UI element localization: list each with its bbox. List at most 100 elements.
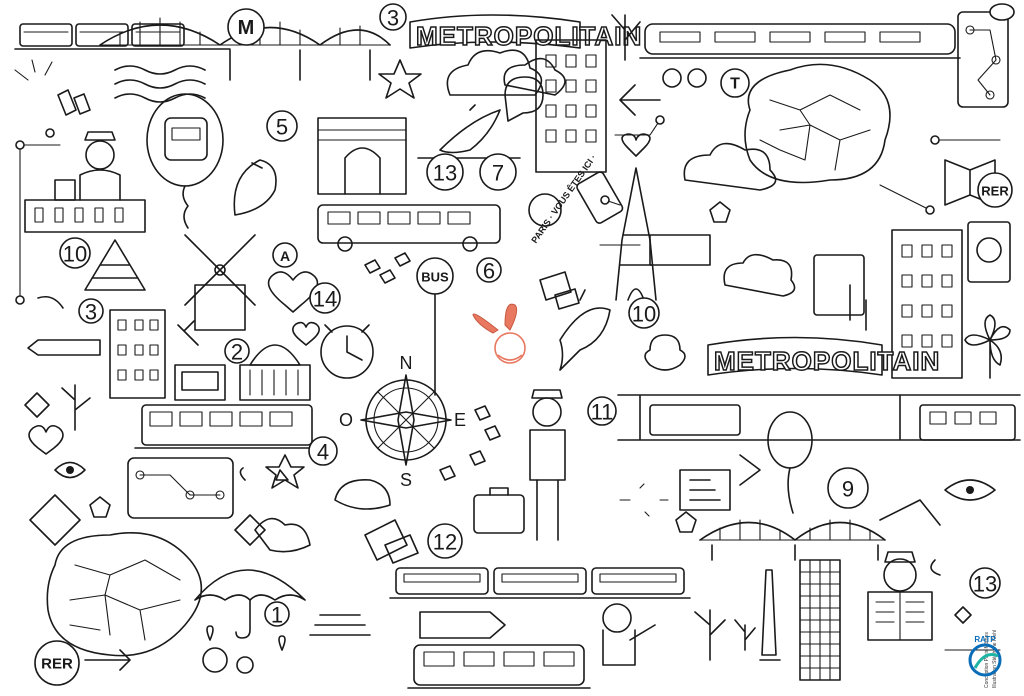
bus-stop-sign: BUS xyxy=(416,257,454,396)
bird-small xyxy=(37,295,64,309)
line-12-badge: 12 xyxy=(427,523,463,559)
tree-left xyxy=(61,384,91,431)
fedora-hat xyxy=(334,479,391,510)
heart-small-icon xyxy=(292,321,320,346)
tickets-left xyxy=(57,89,91,116)
line-11-badge: 11 xyxy=(587,396,617,426)
line-6-text: 6 xyxy=(483,259,495,284)
sign-arrow-left xyxy=(27,339,101,356)
heart-icon xyxy=(621,133,651,157)
circle-deco xyxy=(236,656,254,674)
line-13-text: 13 xyxy=(973,572,997,597)
bird-left xyxy=(233,159,277,216)
rer-top-text: RER xyxy=(981,184,1009,199)
candles xyxy=(849,284,867,331)
diamond-big xyxy=(29,494,81,546)
arc-de-triomphe xyxy=(317,117,407,195)
m-badge: M xyxy=(227,8,265,46)
framed-portrait xyxy=(967,221,1011,283)
line-4-text: 4 xyxy=(317,440,329,465)
metropolitain-top-text: METROPOLITAIN xyxy=(416,21,642,51)
conductor-figure xyxy=(54,131,121,201)
paris-map-bottom xyxy=(46,532,203,657)
glasses-right-text: 7 xyxy=(492,161,504,186)
cloud-top xyxy=(446,49,566,96)
line-10-mid-text: 10 xyxy=(632,302,656,327)
line-3-left-text: 3 xyxy=(85,300,97,325)
line-6-badge: 6 xyxy=(476,257,502,284)
line-3-left-badge: 3 xyxy=(78,298,104,325)
line-5-text: 5 xyxy=(276,115,288,140)
line-3-top-badge: 3 xyxy=(379,3,407,31)
glasses-left-text: 13 xyxy=(433,161,457,186)
circle-deco xyxy=(687,68,707,88)
line-14-text: 14 xyxy=(313,287,337,312)
sparkle xyxy=(14,59,53,81)
metro-line-network xyxy=(19,119,1001,651)
station-dots xyxy=(15,115,940,305)
circle-deco xyxy=(202,647,228,673)
line-1-text: 1 xyxy=(271,603,283,628)
building-row-left xyxy=(24,199,146,233)
arrow-right-icon xyxy=(84,649,131,671)
m-badge-text: M xyxy=(238,17,255,39)
tall-building-right xyxy=(891,229,963,379)
newspaper-reader xyxy=(867,551,933,641)
dove xyxy=(559,289,611,371)
t-badge-text: T xyxy=(730,76,740,93)
compass-s: S xyxy=(400,470,412,490)
metropolitain-right-text: METROPOLITAIN xyxy=(714,346,940,376)
line-3-top-text: 3 xyxy=(387,6,399,31)
line-2-badge: 2 xyxy=(224,338,250,365)
rabbit-mascot xyxy=(472,303,526,364)
cloud-mid-right xyxy=(723,253,796,297)
cloud-small xyxy=(930,559,941,576)
compass-n: N xyxy=(400,353,413,373)
vous-etes-ici-badge: PARIS · VOUS ÊTES ICI · xyxy=(528,152,599,245)
eye-right-icon xyxy=(944,479,996,501)
diamond-small xyxy=(954,606,972,624)
tree-bottom-small xyxy=(734,619,756,651)
line-4-badge: 4 xyxy=(308,436,338,466)
footprints-bottom xyxy=(439,405,501,481)
line-12-text: 12 xyxy=(433,530,457,555)
train-platform xyxy=(617,394,1021,441)
line-9-badge: 9 xyxy=(827,467,869,509)
line-1-badge: 1 xyxy=(264,601,290,628)
tickets-mid xyxy=(649,234,711,266)
sunglasses-13-7: 13 7 xyxy=(417,153,521,191)
ticket-map-card xyxy=(127,457,234,519)
hat-top-right xyxy=(989,3,1015,21)
star-small xyxy=(234,514,266,546)
bus-center xyxy=(317,204,501,252)
tree-top xyxy=(611,14,641,61)
bus-sign-text: BUS xyxy=(421,270,449,285)
heart-left-icon xyxy=(28,424,64,455)
credits: Conception Paris Mômes Illustration Stép… xyxy=(984,630,998,688)
pigeon xyxy=(254,517,311,553)
gem-icon xyxy=(89,496,111,518)
bridge-bottom xyxy=(699,519,886,561)
waves xyxy=(114,65,206,103)
tower-building xyxy=(799,559,841,681)
line-11-text: 11 xyxy=(591,400,614,425)
line-14-badge: 14 xyxy=(309,282,341,314)
tickets-bottom xyxy=(364,519,419,564)
rer-badge-top: RER xyxy=(977,172,1013,208)
umbrella xyxy=(194,569,306,639)
line-13-badge: 13 xyxy=(969,567,1001,599)
obelisk xyxy=(759,569,781,661)
mustache-face xyxy=(644,334,686,371)
bird-top xyxy=(439,104,501,154)
star-mid xyxy=(239,467,289,481)
gift-box xyxy=(813,254,865,316)
compass-rose: N S E O xyxy=(339,353,466,490)
balloon-string xyxy=(787,467,794,514)
star-outline xyxy=(265,454,305,489)
credit-conception: Conception Paris Mômes xyxy=(984,632,990,688)
vous-etes-ici-text: PARIS · VOUS ÊTES ICI · xyxy=(529,152,599,245)
metropolitain-sign-right: METROPOLITAIN xyxy=(707,336,940,377)
a-badge: A xyxy=(272,242,298,268)
